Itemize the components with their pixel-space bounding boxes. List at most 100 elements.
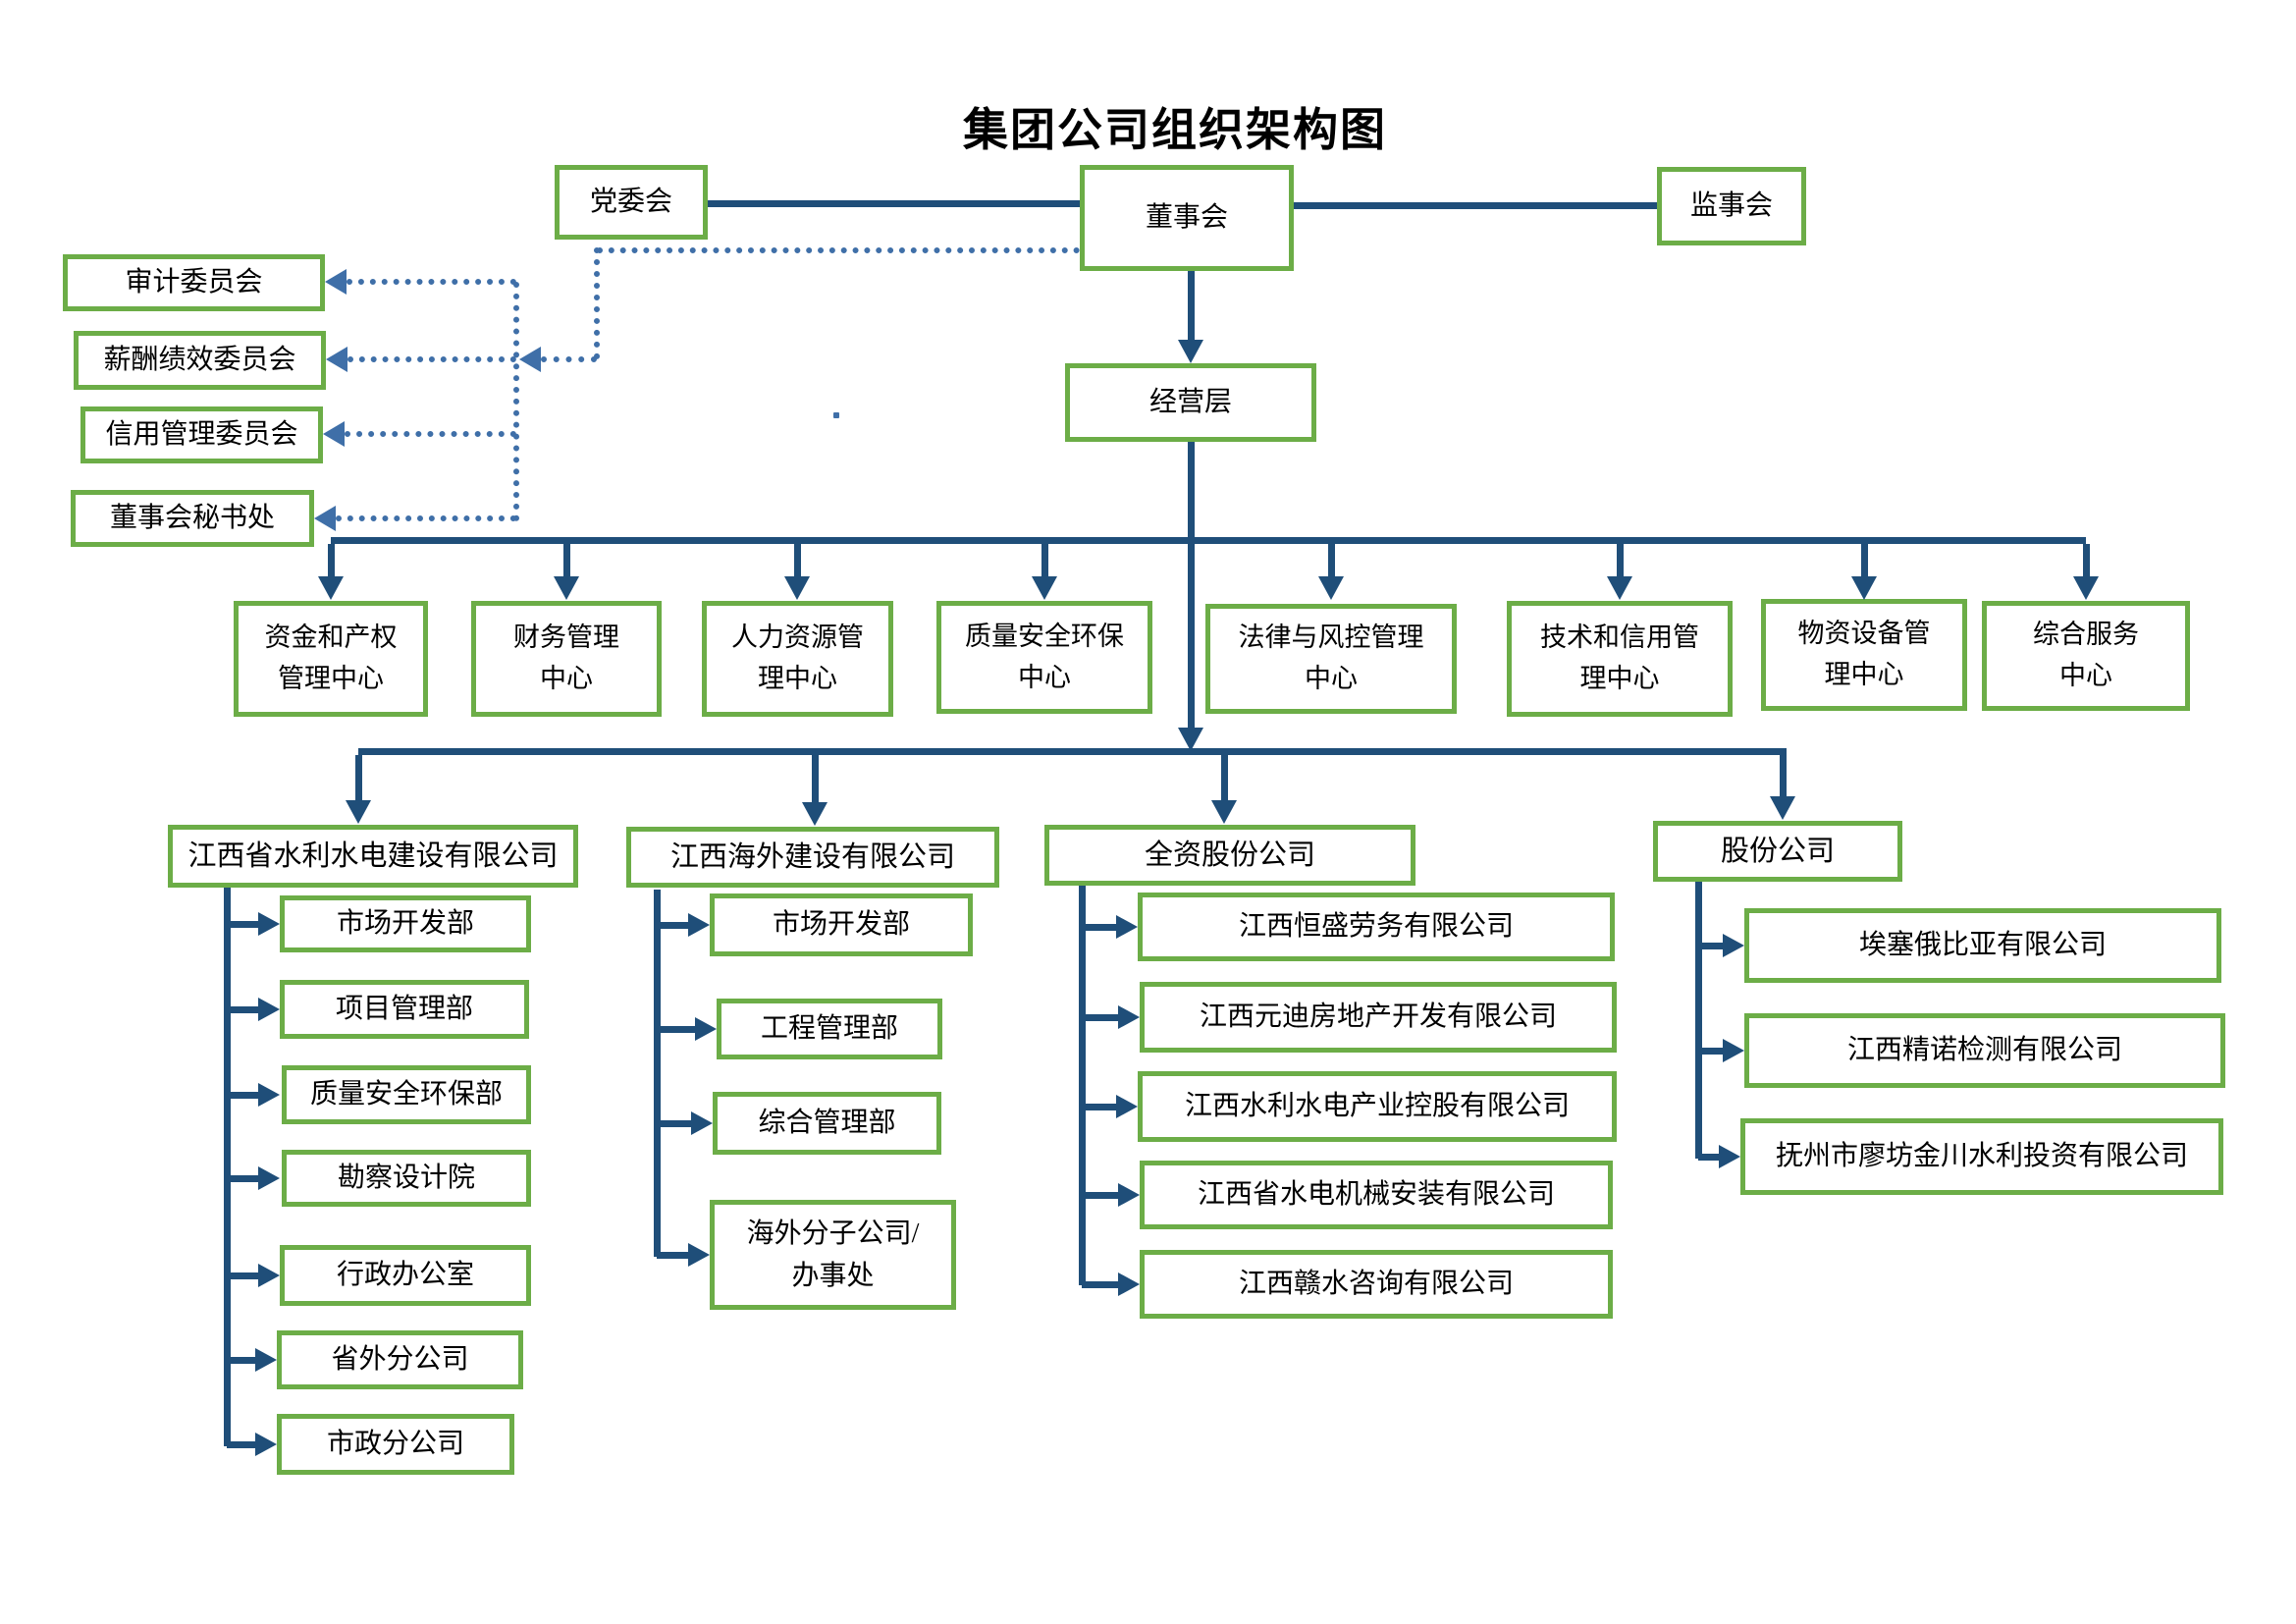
branch-g1-5 <box>227 1272 258 1279</box>
branch-g2-2 <box>657 1026 696 1033</box>
subsidiary-box-hengsheng-labor: 江西恒盛劳务有限公司 <box>1138 893 1615 961</box>
line-management-trunk <box>1188 442 1195 729</box>
branch-g3-1 <box>1082 924 1116 931</box>
arrow-down-group-2 <box>802 802 828 826</box>
drop-center-1 <box>328 544 335 577</box>
branch-g3-2 <box>1082 1014 1118 1021</box>
branch-g3-5 <box>1082 1281 1118 1288</box>
arrow-left-credit <box>323 421 345 447</box>
dept-box-engineering-management: 工程管理部 <box>717 999 942 1059</box>
arrow-right-g3-5 <box>1118 1272 1140 1296</box>
branch-g4-3 <box>1698 1154 1721 1161</box>
subsidiary-box-jingnuo-testing: 江西精诺检测有限公司 <box>1744 1013 2225 1088</box>
dept-box-general-management: 综合管理部 <box>713 1092 941 1155</box>
group-box-shareholding-companies: 股份公司 <box>1653 821 1902 882</box>
dotted-board-elbow-into-trunk <box>541 356 597 362</box>
arrow-right-g2-3 <box>691 1111 713 1135</box>
dept-box-municipal-branch: 市政分公司 <box>277 1414 514 1475</box>
audit-committee-box: 审计委员会 <box>63 254 325 311</box>
arrow-right-g2-2 <box>695 1017 717 1041</box>
drop-center-3 <box>794 544 801 577</box>
arrow-right-g4-3 <box>1719 1145 1740 1168</box>
subsidiary-box-ganshui-consulting: 江西赣水咨询有限公司 <box>1140 1250 1613 1319</box>
center-box-legal-risk: 法律与风控管理 中心 <box>1205 604 1457 714</box>
arrow-left-audit <box>325 269 347 295</box>
arrow-down-group-4 <box>1770 796 1795 820</box>
arrow-down-management <box>1178 340 1203 363</box>
arrow-down-trunk <box>1178 728 1203 751</box>
center-box-hr: 人力资源管 理中心 <box>702 601 893 717</box>
drop-group-3 <box>1221 755 1228 802</box>
group-box-wholly-owned-companies: 全资股份公司 <box>1044 825 1415 886</box>
branch-g3-4 <box>1082 1192 1118 1199</box>
dept-box-admin-office: 行政办公室 <box>280 1245 531 1306</box>
branch-g1-3 <box>227 1092 258 1099</box>
dotted-branch-credit <box>345 431 516 437</box>
dotted-board-elbow-horizontal <box>597 247 1080 253</box>
arrow-down-center-2 <box>554 576 579 600</box>
line-centers-distribution <box>331 537 2086 544</box>
dotted-branch-audit <box>347 279 516 285</box>
branch-g1-4 <box>227 1175 258 1182</box>
line-board-supervisory <box>1294 202 1657 209</box>
party-committee-box: 党委会 <box>555 165 708 240</box>
drop-center-8 <box>2083 544 2090 577</box>
arrow-down-center-7 <box>1851 576 1877 600</box>
arrow-right-g1-6 <box>255 1348 277 1372</box>
arrow-down-group-1 <box>346 800 371 824</box>
arrow-right-g1-5 <box>258 1264 280 1287</box>
subsidiary-box-yuandi-real-estate: 江西元迪房地产开发有限公司 <box>1140 982 1617 1053</box>
dept-box-out-of-province-branch: 省外分公司 <box>277 1330 523 1389</box>
feeder-group-1 <box>224 888 231 1446</box>
dept-box-market-development-1: 市场开发部 <box>280 895 531 952</box>
board-of-directors-box: 董事会 <box>1080 165 1294 271</box>
arrow-right-g3-1 <box>1116 915 1138 939</box>
supervisory-board-box: 监事会 <box>1657 167 1806 245</box>
subsidiary-box-fuzhou-liaofang-jinchuan: 抚州市廖坊金川水利投资有限公司 <box>1740 1118 2223 1195</box>
line-board-to-management <box>1188 271 1195 340</box>
dept-box-project-management: 项目管理部 <box>280 980 529 1039</box>
chart-title: 集团公司组织架构图 <box>963 104 1387 155</box>
arrow-right-g3-2 <box>1118 1005 1140 1029</box>
arrow-left-secretariat <box>314 506 336 531</box>
group-box-water-conservancy-construction: 江西省水利水电建设有限公司 <box>168 825 578 888</box>
arrow-right-g1-1 <box>258 912 280 936</box>
arrow-down-center-5 <box>1318 576 1344 600</box>
branch-g3-3 <box>1082 1104 1116 1110</box>
arrow-down-group-3 <box>1211 800 1237 824</box>
compensation-performance-committee-box: 薪酬绩效委员会 <box>74 331 326 390</box>
group-box-overseas-construction: 江西海外建设有限公司 <box>626 827 999 888</box>
feeder-group-4 <box>1695 882 1702 1159</box>
arrow-left-compensation <box>326 347 347 372</box>
drop-group-4 <box>1780 755 1787 798</box>
center-box-funds-property: 资金和产权 管理中心 <box>234 601 428 717</box>
dept-box-quality-safety-env: 质量安全环保部 <box>282 1065 531 1124</box>
line-party-board <box>708 200 1080 207</box>
dept-box-overseas-subsidiaries-offices: 海外分子公司/ 办事处 <box>710 1200 956 1310</box>
drop-center-6 <box>1617 544 1624 577</box>
branch-g1-1 <box>227 921 258 928</box>
arrow-right-g3-3 <box>1116 1095 1138 1118</box>
dotted-branch-compensation <box>347 356 516 362</box>
dept-box-market-development-2: 市场开发部 <box>710 893 973 956</box>
line-groups-distribution <box>358 748 1787 755</box>
subsidiary-box-ethiopia: 埃塞俄比亚有限公司 <box>1744 908 2221 983</box>
center-box-materials-equipment: 物资设备管 理中心 <box>1761 599 1967 711</box>
arrow-left-into-trunk <box>519 347 541 372</box>
arrow-down-center-3 <box>784 576 810 600</box>
arrow-right-g4-2 <box>1723 1039 1744 1062</box>
drop-group-2 <box>812 755 819 804</box>
center-box-finance: 财务管理 中心 <box>471 601 662 717</box>
arrow-down-center-1 <box>318 576 344 600</box>
center-box-tech-credit: 技术和信用管 理中心 <box>1507 601 1733 717</box>
branch-g2-4 <box>657 1252 688 1259</box>
branch-g1-2 <box>227 1006 258 1013</box>
arrow-right-g1-3 <box>258 1083 280 1107</box>
dotted-board-elbow-vertical <box>594 247 600 359</box>
drop-center-5 <box>1328 544 1335 577</box>
arrow-right-g2-4 <box>688 1243 710 1267</box>
arrow-right-g1-7 <box>255 1433 277 1456</box>
branch-g2-1 <box>657 922 688 929</box>
arrow-right-g1-4 <box>258 1166 280 1190</box>
